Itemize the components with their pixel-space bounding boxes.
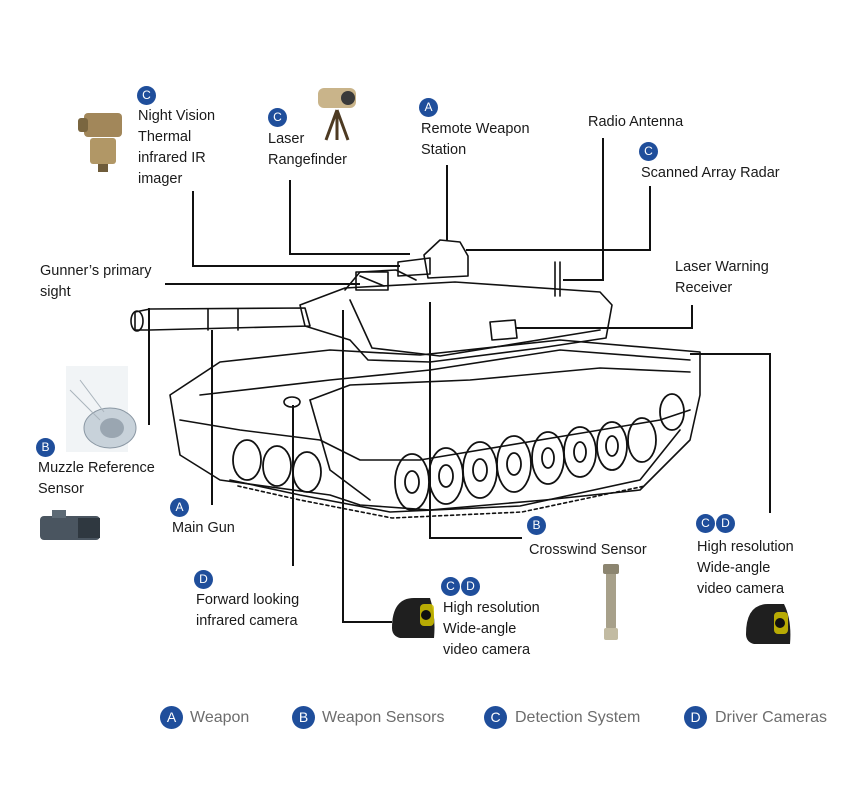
legend-badge-b: B xyxy=(292,706,315,729)
legend-badge-c: C xyxy=(484,706,507,729)
label-hr-camera-center: High resolution Wide-angle video camera xyxy=(443,600,540,658)
label-night-vision: Night Vision Thermal infrared IR imager xyxy=(138,108,216,187)
camera-center-icon xyxy=(392,598,435,638)
badge-crosswind: B xyxy=(527,516,546,535)
muzzle-sensor-photo-icon xyxy=(40,510,100,540)
road-wheels xyxy=(232,393,685,511)
leader-lines xyxy=(148,138,771,623)
label-laser-rangefinder: Laser Rangefinder xyxy=(268,131,347,168)
label-hr-camera-right: High resolution Wide-angle video camera xyxy=(697,539,794,597)
badge-laser-rangefinder: C xyxy=(268,108,287,127)
thermal-imager-icon xyxy=(78,113,122,172)
legend-text-detection-system: Detection System xyxy=(515,709,641,726)
label-muzzle-reference: Muzzle Reference Sensor xyxy=(38,460,155,497)
badge-hr-center-d: D xyxy=(461,577,480,596)
label-laser-warning: Laser Warning Receiver xyxy=(675,259,769,296)
muzzle-sensor-drawing-icon xyxy=(66,366,137,452)
label-crosswind: Crosswind Sensor xyxy=(529,542,647,558)
badge-remote-weapon: A xyxy=(419,98,438,117)
label-radio-antenna: Radio Antenna xyxy=(588,114,684,130)
main-gun-barrel xyxy=(134,307,311,331)
crosswind-sensor-icon xyxy=(603,564,619,640)
legend-text-weapon: Weapon xyxy=(190,709,250,726)
label-scanned-radar: Scanned Array Radar xyxy=(641,165,780,181)
tank-hull xyxy=(169,339,701,511)
badge-forward-ir: D xyxy=(194,570,213,589)
legend-text-weapon-sensors: Weapon Sensors xyxy=(322,709,445,726)
remote-weapon-station xyxy=(423,239,469,279)
label-remote-weapon: Remote Weapon Station xyxy=(421,121,530,158)
label-main-gun: Main Gun xyxy=(172,520,235,536)
legend-badge-a: A xyxy=(160,706,183,729)
badge-main-gun: A xyxy=(170,498,189,517)
legend-badge-d: D xyxy=(684,706,707,729)
legend-text-driver-cameras: Driver Cameras xyxy=(715,709,828,726)
label-forward-ir: Forward looking infrared camera xyxy=(196,592,300,629)
badge-night-vision: C xyxy=(137,86,156,105)
badge-hr-right-d: D xyxy=(716,514,735,533)
badge-hr-right-c: C xyxy=(696,514,715,533)
badge-hr-center-c: C xyxy=(441,577,460,596)
badge-scanned-radar: C xyxy=(639,142,658,161)
badge-muzzle-reference: B xyxy=(36,438,55,457)
laser-rangefinder-icon xyxy=(318,88,356,141)
label-gunner-sight: Gunner’s primary sight xyxy=(40,263,152,300)
camera-right-icon xyxy=(746,604,791,644)
